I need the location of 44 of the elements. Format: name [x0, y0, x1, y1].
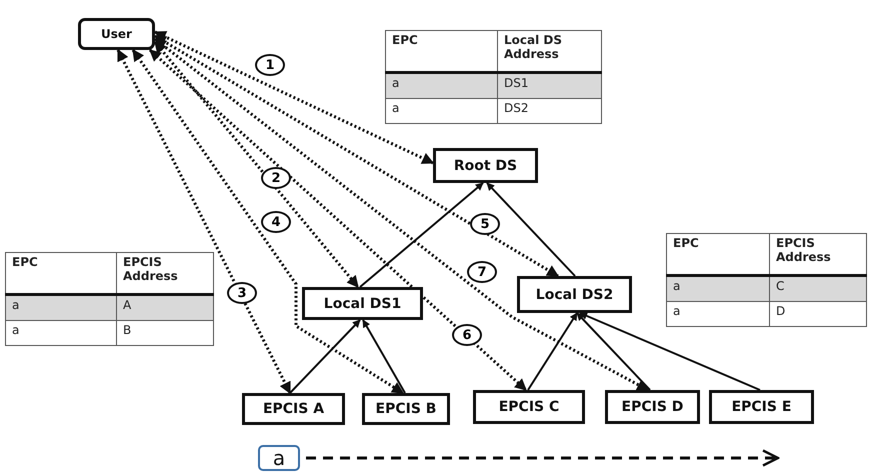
- epcis-box: EPCIS D: [605, 390, 700, 424]
- double-arrow: [154, 41, 360, 288]
- table-cell: B: [116, 320, 214, 346]
- arrow: [359, 182, 484, 288]
- step-number: 3: [227, 282, 257, 304]
- double-arrow: [154, 30, 434, 164]
- table-cell: a: [386, 98, 498, 124]
- epcis-box: EPCIS A: [242, 393, 345, 425]
- user-box: User: [78, 18, 155, 50]
- epcis-box: EPCIS C: [473, 390, 585, 424]
- table-cell: A: [116, 294, 214, 320]
- step-number: 4: [261, 211, 291, 233]
- arrow: [486, 182, 576, 277]
- root-ds-box: Root DS: [433, 148, 538, 183]
- table-cell: a: [386, 72, 498, 98]
- arrow: [527, 312, 578, 391]
- arrow: [576, 312, 651, 391]
- step-number: 5: [470, 213, 500, 235]
- local-ds-box: Local DS2: [517, 276, 632, 313]
- table-cell: D: [770, 302, 866, 326]
- epcis-box: EPCIS E: [709, 390, 814, 424]
- table-cell: a: [666, 276, 770, 302]
- step-number: 6: [452, 324, 482, 346]
- arrow: [289, 319, 361, 394]
- step-number: 1: [255, 54, 285, 76]
- table-cell: C: [770, 276, 866, 302]
- table-cell: a: [6, 320, 116, 346]
- table-cell: a: [666, 302, 770, 326]
- table-cell: a: [6, 294, 116, 320]
- step-number: 2: [261, 167, 291, 189]
- table-cell: DS1: [498, 72, 602, 98]
- step-number: 7: [467, 261, 497, 283]
- double-arrow: [154, 38, 650, 392]
- epcis-box: EPCIS B: [362, 393, 450, 425]
- table-cell: DS2: [498, 98, 602, 124]
- arrow: [306, 449, 780, 467]
- arrow: [579, 312, 760, 391]
- double-arrow: [116, 48, 292, 394]
- double-arrow: [154, 34, 560, 278]
- double-arrow: [132, 49, 404, 394]
- arrow: [362, 319, 406, 394]
- double-arrow: [149, 48, 527, 392]
- local-ds-box: Local DS1: [302, 287, 423, 320]
- key-box: a: [258, 445, 300, 471]
